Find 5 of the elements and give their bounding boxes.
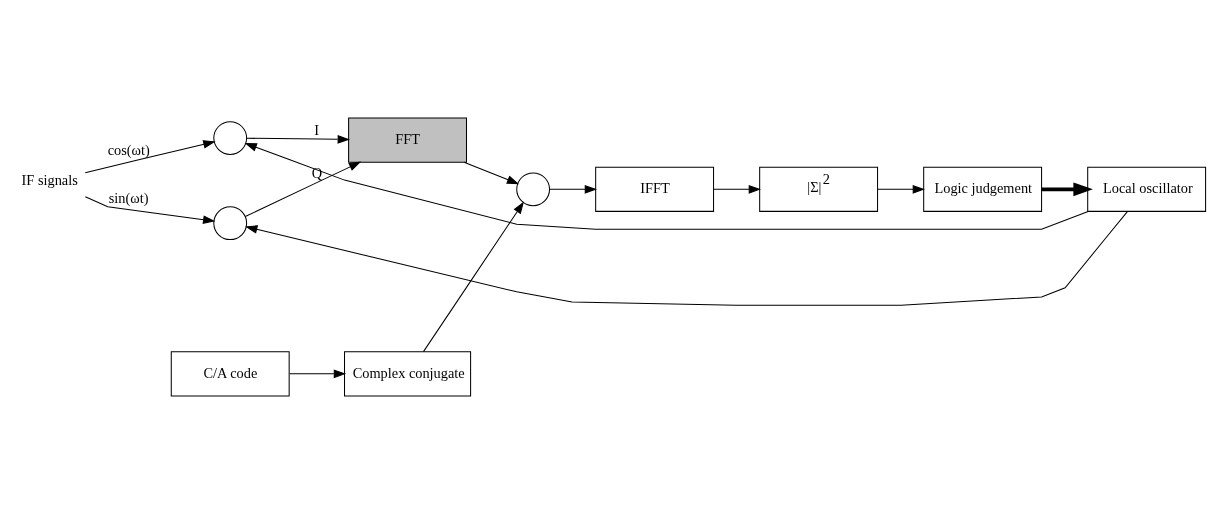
edge-label: I [314, 122, 320, 139]
node-text: IF signals [21, 171, 78, 188]
edge-label: Q [311, 165, 323, 182]
edge-label: sin(ωt) [108, 189, 149, 206]
edge-label: cos(ωt) [107, 141, 150, 158]
